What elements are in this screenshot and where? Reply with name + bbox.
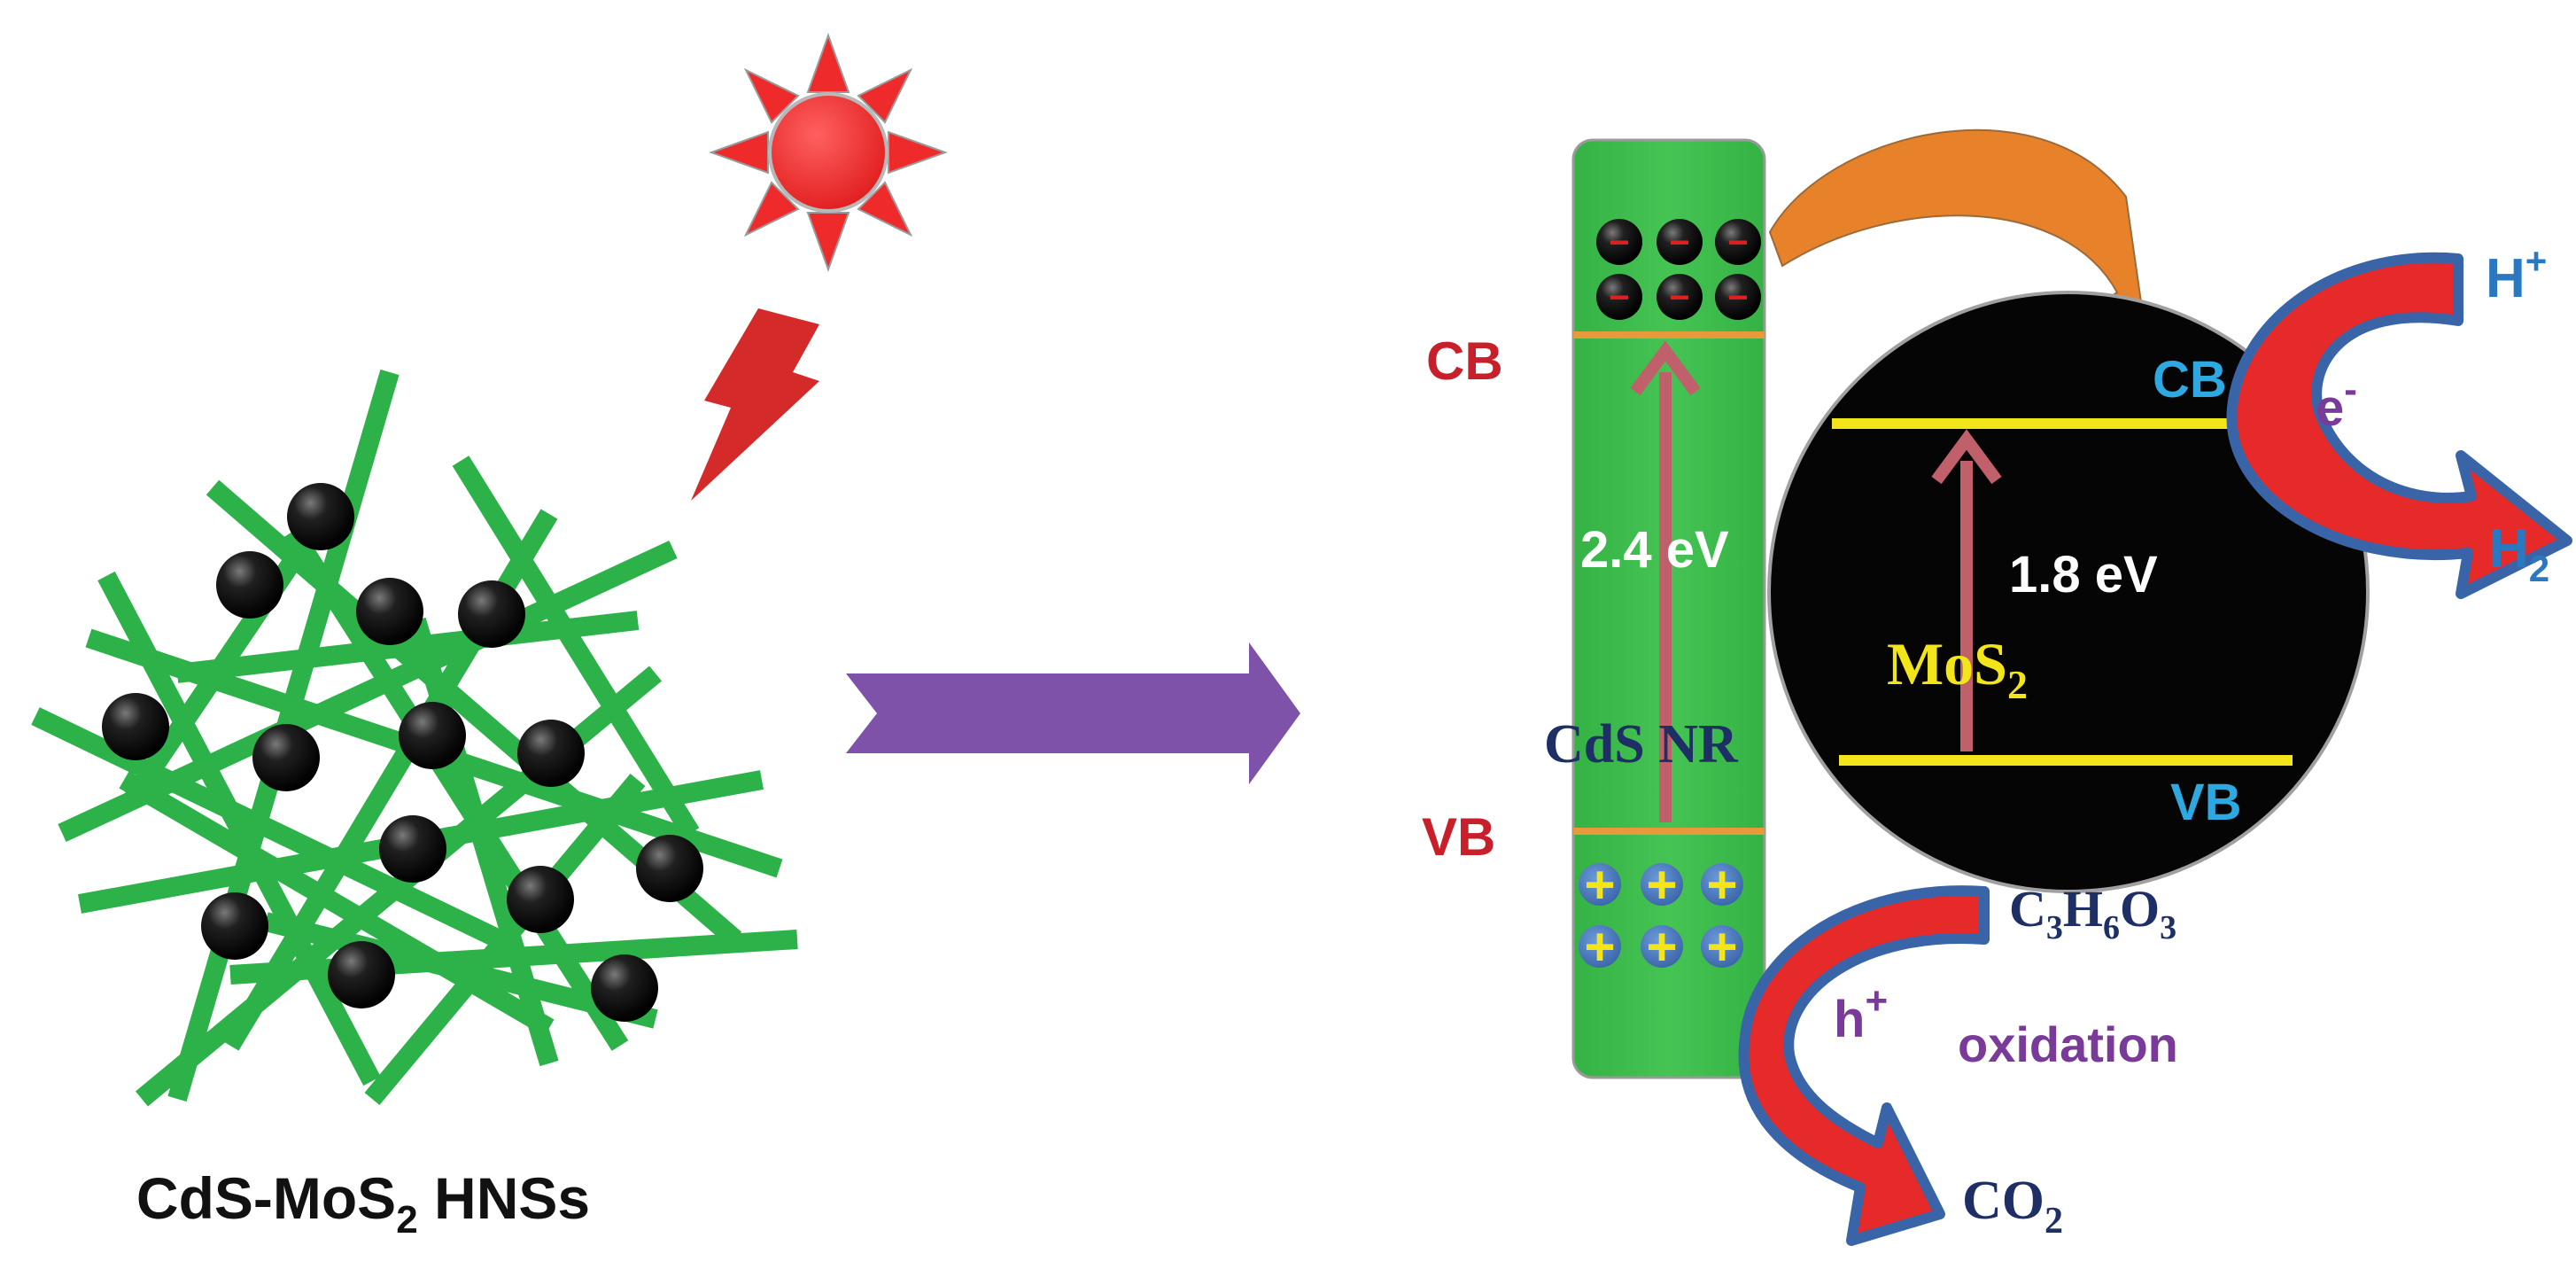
- mos2-label: MoS2: [1887, 630, 2028, 707]
- cds-cb-label: CB: [1426, 331, 1503, 391]
- electron-sign: −: [1609, 278, 1629, 317]
- cds-excitation-arrow: [1630, 340, 1701, 822]
- electron: [1596, 219, 1642, 265]
- electron: [1715, 274, 1761, 320]
- mos2-vb-label: VB: [2170, 774, 2242, 831]
- electron-sign: −: [1609, 223, 1629, 262]
- co2-label: CO2: [1962, 1171, 2063, 1242]
- mos2-particle: [517, 720, 585, 787]
- hydrogen-label: H2: [2489, 518, 2549, 589]
- mos2-particle: [216, 551, 283, 619]
- hole: [1641, 863, 1683, 906]
- mos2-particle: [102, 693, 169, 760]
- mos2-particle: [591, 954, 658, 1022]
- hole: [1701, 863, 1743, 906]
- electron: [1657, 219, 1703, 265]
- cds-gap-label: 2.4 eV: [1580, 521, 1729, 579]
- electrons: − − − − − −: [1596, 219, 1761, 320]
- cds-nanorod-label: CdS NR: [1544, 714, 1739, 775]
- hole-sign: +: [1646, 917, 1677, 977]
- lactic-acid-label: C3H6O3: [2009, 880, 2176, 946]
- hole: [1641, 925, 1683, 968]
- hole-carrier-label: h+: [1834, 979, 1888, 1048]
- mos2-particle: [458, 580, 525, 648]
- cds-vb-label: VB: [1422, 807, 1495, 867]
- mos2-nanoparticles: [102, 483, 703, 1022]
- electron-sign: −: [1669, 223, 1689, 262]
- mos2-gap-label: 1.8 eV: [2009, 546, 2158, 603]
- hole-sign: +: [1646, 855, 1677, 915]
- mos2-particle: [252, 724, 320, 791]
- electron-sign: −: [1727, 278, 1748, 317]
- hole-sign: +: [1584, 917, 1615, 977]
- holes: + + + + + +: [1579, 855, 1743, 977]
- oxidation-curved-arrow: [1738, 885, 1990, 1246]
- oxidation-label: oxidation: [1958, 1016, 2178, 1072]
- mos2-sphere: [1767, 291, 2370, 893]
- mos2-particle: [399, 702, 466, 769]
- process-arrow: [846, 642, 1300, 784]
- mos2-particle: [328, 941, 395, 1008]
- electron: [1596, 274, 1642, 320]
- lightning-bolt-icon: [691, 308, 819, 501]
- electron: [1657, 274, 1703, 320]
- hole-sign: +: [1584, 855, 1615, 915]
- electron: [1715, 219, 1761, 265]
- hole: [1701, 925, 1743, 968]
- mos2-excitation-arrow: [1931, 429, 2002, 751]
- electron-sign: −: [1669, 278, 1689, 317]
- proton-label: H+: [2486, 240, 2547, 309]
- hole: [1579, 863, 1621, 906]
- mos2-particle: [287, 483, 354, 550]
- hole: [1579, 925, 1621, 968]
- mos2-particle: [636, 835, 703, 902]
- mos2-particle: [356, 578, 423, 645]
- hole-sign: +: [1706, 917, 1737, 977]
- mos2-particle: [507, 866, 574, 933]
- cds-nanorod-network: [31, 369, 798, 1107]
- reduction-curved-arrow: [2226, 252, 2572, 599]
- electron-sign: −: [1727, 223, 1748, 262]
- hole-sign: +: [1706, 855, 1737, 915]
- hybrid-label: CdS-MoS2 HNSs: [136, 1165, 590, 1242]
- sun-icon: [709, 33, 948, 272]
- electron-carrier-label: e-: [2316, 368, 2357, 437]
- mos2-cb-label: CB: [2153, 351, 2227, 409]
- mos2-particle: [201, 892, 268, 960]
- mos2-particle: [379, 815, 446, 883]
